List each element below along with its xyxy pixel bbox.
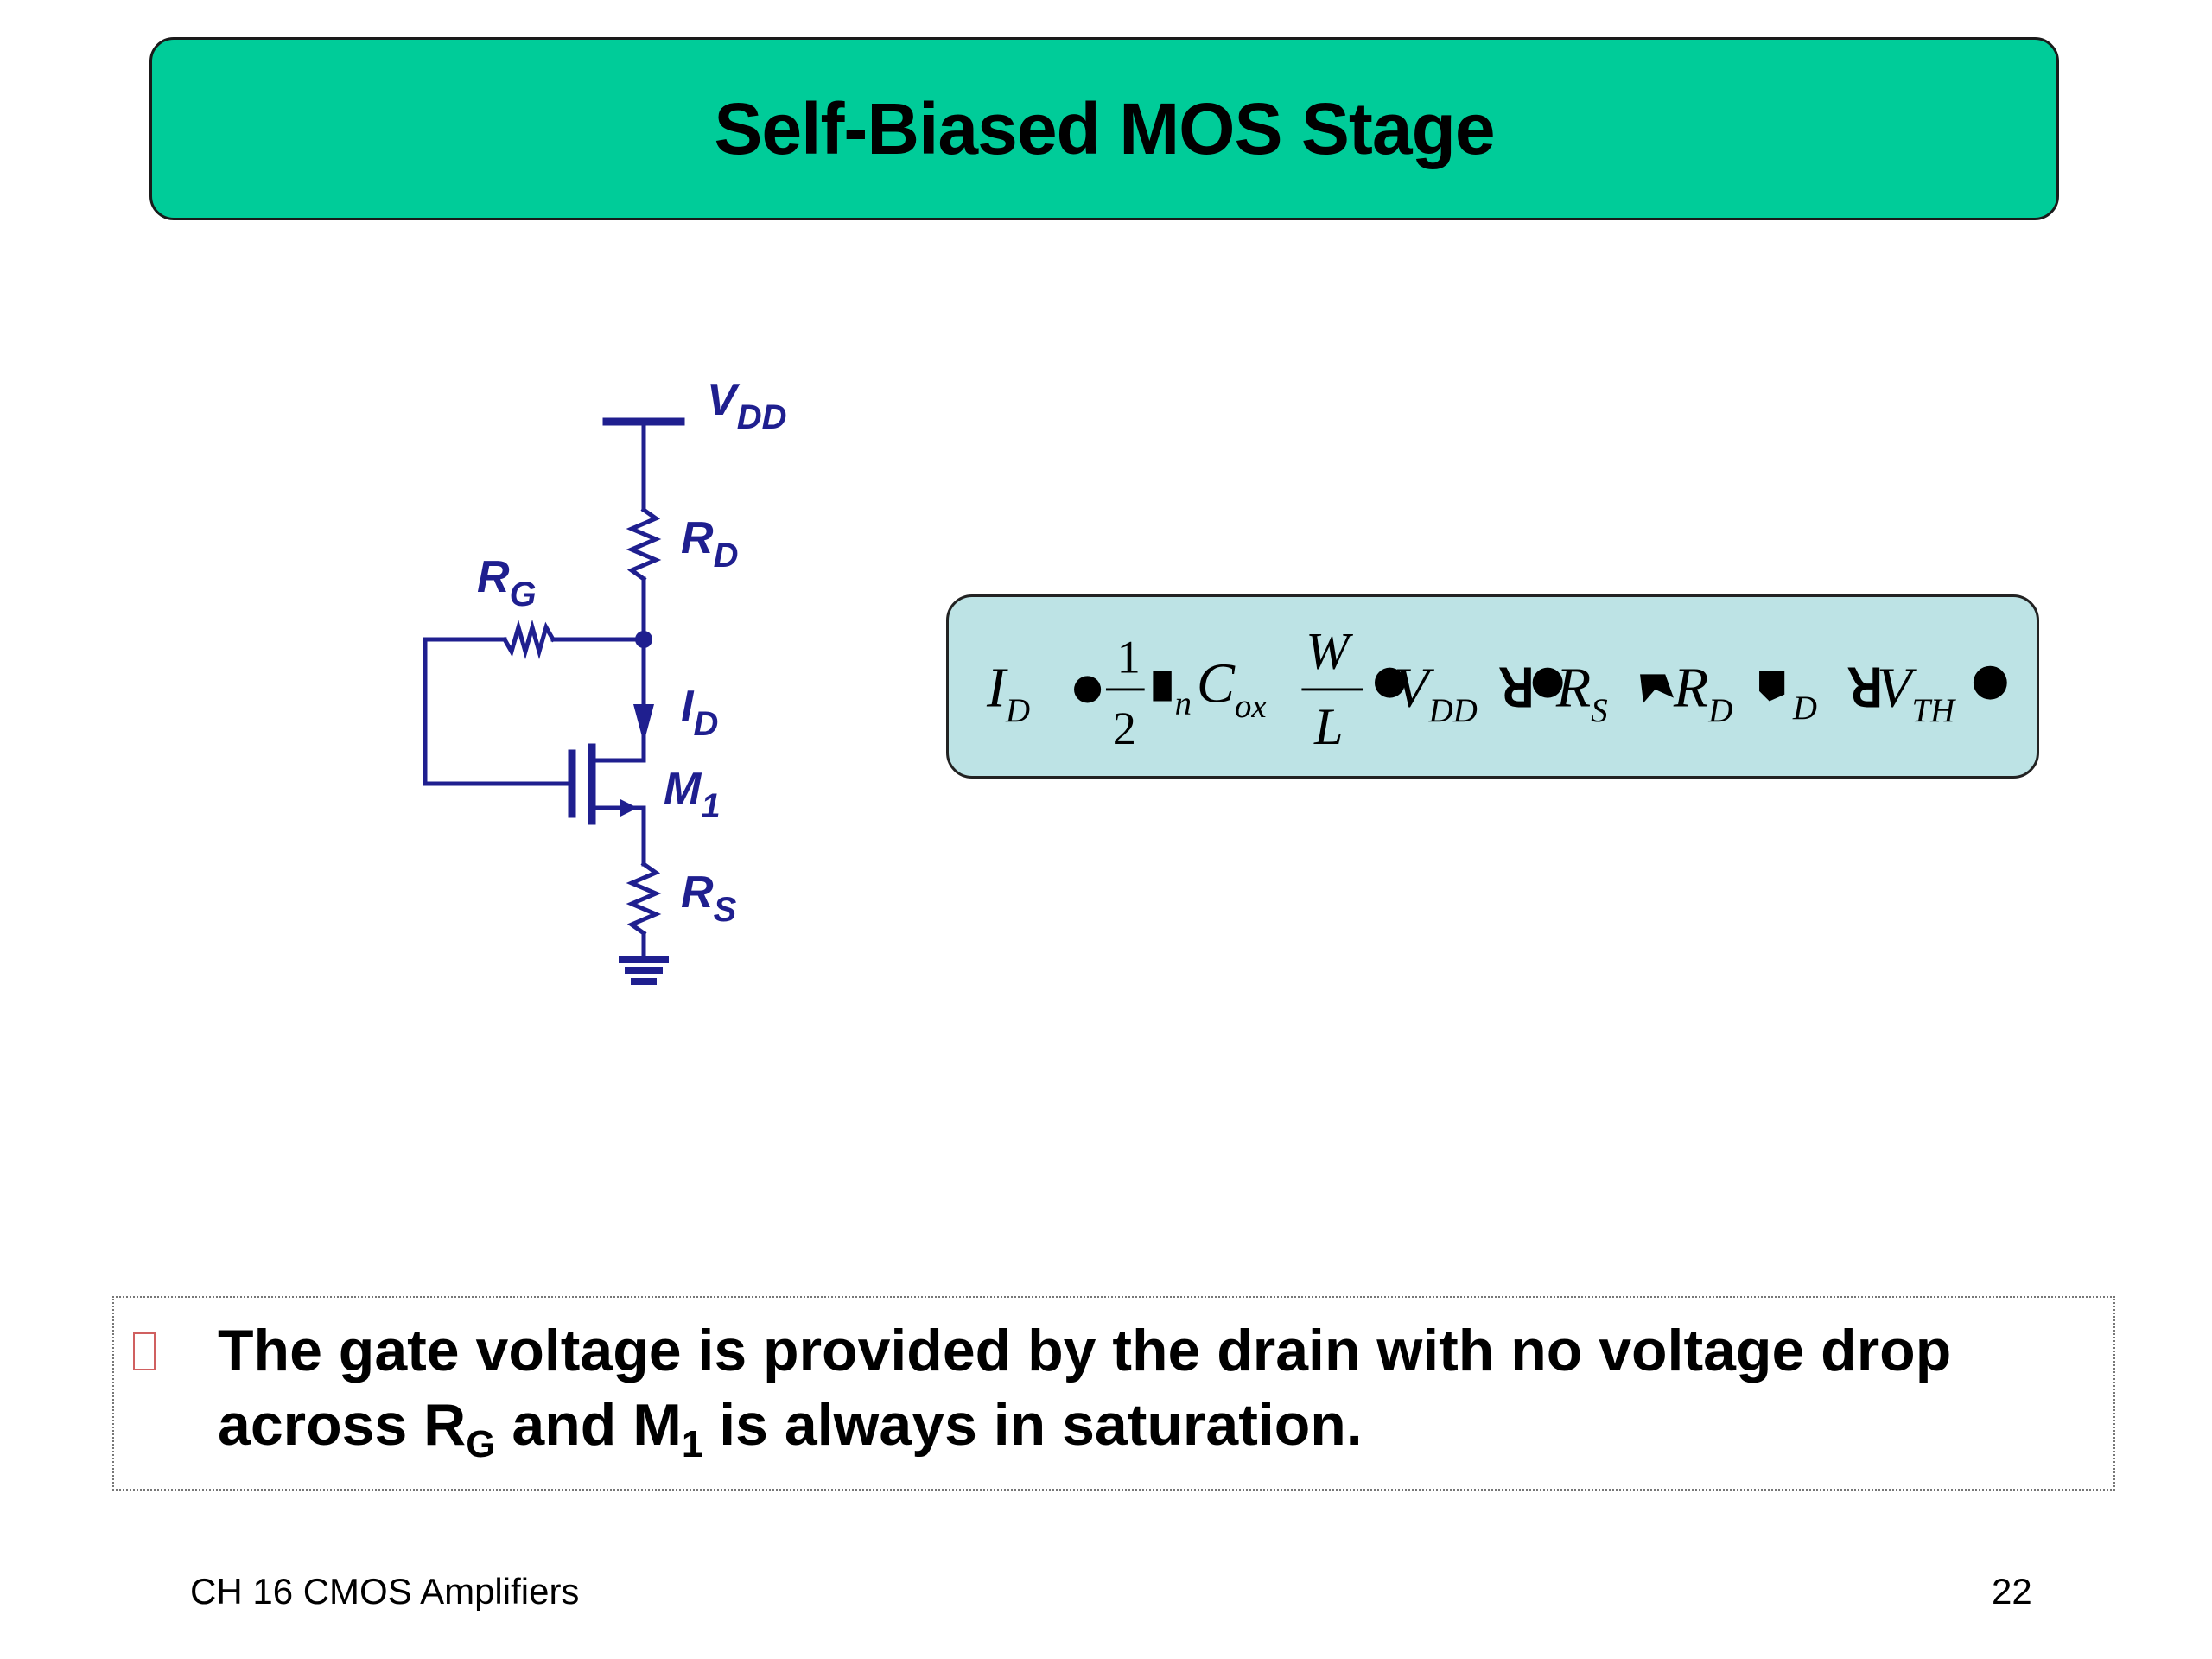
equation-box: ID 1 2 n Cox W L VDD ꓤ RS RD D ꓤ VTH xyxy=(946,594,2039,779)
eq-frac2-den: L xyxy=(1313,698,1344,756)
id-current-arrow xyxy=(633,704,654,743)
rs-label: RS xyxy=(681,868,737,929)
eq-vth: VTH xyxy=(1877,656,1956,728)
m1-source-arrow xyxy=(620,799,638,817)
eq-paren-glyph-1 xyxy=(1374,667,1405,698)
rd-resistor xyxy=(626,506,662,582)
drain-current-equation: ID 1 2 n Cox W L VDD ꓤ RS RD D ꓤ VTH xyxy=(986,623,2007,756)
eq-rs: RS xyxy=(1555,656,1608,728)
eq-minus-glyph-2: ꓤ xyxy=(1847,660,1884,718)
eq-mu-glyph xyxy=(1153,671,1172,702)
eq-frac1-den: 2 xyxy=(1113,702,1136,754)
eq-cox: Cox xyxy=(1197,652,1267,724)
eq-frac1-num: 1 xyxy=(1117,631,1141,683)
rg-label: RG xyxy=(477,552,537,613)
eq-frac2-num: W xyxy=(1306,623,1353,681)
eq-equals-glyph xyxy=(1074,676,1102,703)
eq-paren-glyph-2 xyxy=(1532,667,1563,698)
id-label: ID xyxy=(681,682,718,743)
eq-id-sub-2: D xyxy=(1792,690,1817,727)
self-biased-circuit-diagram: VDD RD RG ID M1 RS xyxy=(423,375,786,985)
vdd-label: VDD xyxy=(707,375,786,436)
rd-label: RD xyxy=(681,513,738,575)
bullet-box-icon xyxy=(133,1332,156,1370)
footer-chapter: CH 16 CMOS Amplifiers xyxy=(190,1571,580,1611)
footer-page-number: 22 xyxy=(1992,1571,2032,1611)
rg-resistor xyxy=(501,619,556,660)
drain-junction-dot xyxy=(635,631,652,648)
eq-paren-glyph-4 xyxy=(1973,665,2007,700)
eq-mult-glyph xyxy=(1640,674,1674,703)
eq-minus-glyph-1: ꓤ xyxy=(1499,660,1535,718)
title-banner: Self-Biased MOS Stage xyxy=(149,37,2059,220)
rs-resistor xyxy=(626,861,662,937)
slide-title: Self-Biased MOS Stage xyxy=(714,87,1495,169)
eq-mu-sub: n xyxy=(1175,685,1192,722)
eq-vdd: VDD xyxy=(1394,656,1478,728)
eq-paren-glyph-3 xyxy=(1759,671,1785,702)
eq-rd: RD xyxy=(1673,656,1732,728)
note-box: The gate voltage is provided by the drai… xyxy=(112,1296,2115,1491)
eq-id: ID xyxy=(986,656,1030,728)
m1-label: M1 xyxy=(664,764,721,825)
note-text: The gate voltage is provided by the drai… xyxy=(218,1318,1952,1465)
